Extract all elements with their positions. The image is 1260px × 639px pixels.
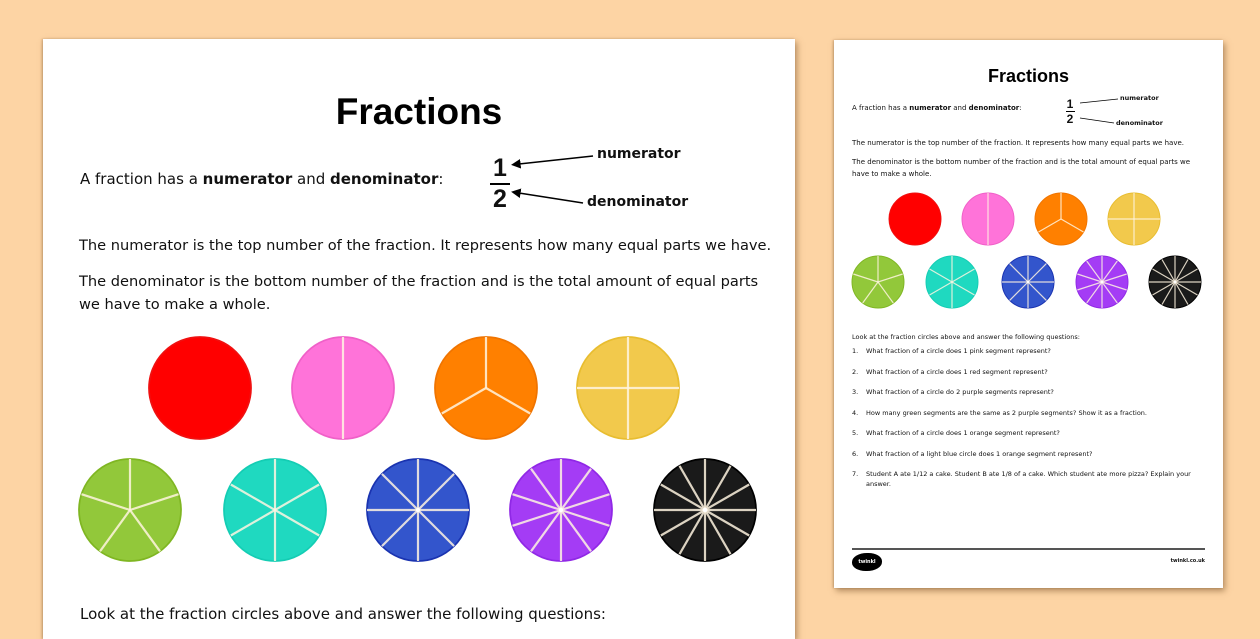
fraction-circle-orange — [433, 335, 539, 445]
arrow-numerator-icon — [1079, 98, 1119, 104]
fraction-example: 1 2 — [1064, 98, 1076, 125]
fraction-circle-light-blue — [222, 457, 328, 567]
fraction-circle-purple — [1074, 254, 1130, 314]
fraction-circle-purple — [508, 457, 614, 567]
question-item: 3.What fraction of a circle do 2 purple … — [852, 388, 1054, 396]
fraction-denominator: 2 — [493, 185, 507, 213]
fraction-circle-red — [147, 335, 253, 445]
fraction-circle-light-blue — [924, 254, 980, 314]
fraction-circle-pink — [290, 335, 396, 445]
denominator-definition: The denominator is the bottom number of … — [852, 158, 1191, 178]
denominator-label: denominator — [1116, 119, 1163, 127]
worksheet-page-large: Fractions A fraction has a numerator and… — [43, 39, 795, 639]
question-item: 2.What fraction of a circle does 1 red s… — [852, 367, 1048, 376]
question-item: 7.Student A ate 1/12 a cake. Student B a… — [852, 470, 1191, 488]
arrow-denominator-icon — [511, 188, 584, 204]
numerator-label: numerator — [1120, 94, 1159, 102]
numerator-definition: The numerator is the top number of the f… — [79, 237, 772, 254]
arrow-numerator-icon — [511, 155, 594, 169]
fraction-circle-black — [1147, 254, 1203, 314]
footer-url: twinkl.co.uk — [1170, 558, 1205, 564]
question-item: 5.What fraction of a circle does 1 orang… — [852, 429, 1060, 437]
fraction-bar — [490, 183, 510, 185]
questions-heading: Look at the fraction circles above and a… — [80, 605, 606, 623]
arrow-icons — [511, 155, 594, 204]
question-item: 4.How many green segments are the same a… — [852, 408, 1147, 417]
fraction-circle-orange — [1033, 191, 1089, 251]
fraction-circle-yellow — [575, 335, 681, 445]
numerator-label: numerator — [597, 146, 681, 162]
fraction-denominator: 2 — [1066, 112, 1074, 126]
fraction-circle-green — [850, 254, 906, 314]
worksheet-title: Fractions — [987, 66, 1070, 86]
question-item: 1.What fraction of a circle does 1 pink … — [852, 347, 1051, 355]
intro-text: A fraction has a numerator and denominat… — [852, 104, 1022, 112]
fraction-circle-yellow — [1106, 191, 1162, 251]
twinkl-logo: twinkl — [852, 553, 882, 571]
intro-text: A fraction has a numerator and denominat… — [80, 170, 444, 188]
fraction-circle-black — [652, 457, 758, 567]
fraction-example: 1 2 — [488, 156, 512, 212]
worksheet-title: Fractions — [335, 91, 503, 132]
numerator-definition: The numerator is the top number of the f… — [852, 139, 1184, 147]
fraction-numerator: 1 — [493, 154, 507, 182]
fraction-circle-green — [77, 457, 183, 567]
questions-heading: Look at the fraction circles above and a… — [852, 333, 1080, 341]
worksheet-page-preview: Fractions A fraction has a numerator and… — [834, 40, 1223, 588]
fraction-circle-red — [887, 191, 943, 251]
questions-list: 1.What fraction of a circle does 1 pink … — [852, 346, 1197, 500]
fraction-bar — [1065, 111, 1075, 112]
denominator-label: denominator — [587, 194, 689, 210]
question-item: 6.What fraction of a light blue circle d… — [852, 449, 1093, 458]
footer-divider — [852, 548, 1205, 550]
fraction-circle-blue — [1000, 254, 1056, 314]
arrow-icons — [1079, 98, 1119, 124]
arrow-denominator-icon — [1079, 117, 1115, 124]
fraction-circle-pink — [960, 191, 1016, 251]
fraction-numerator: 1 — [1066, 97, 1074, 111]
fraction-circle-blue — [365, 457, 471, 567]
denominator-definition: The denominator is the bottom number of … — [79, 273, 759, 313]
